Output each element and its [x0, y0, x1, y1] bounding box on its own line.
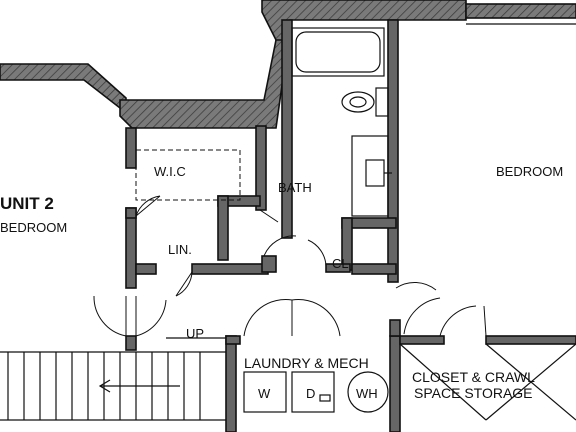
water-heater-label: WH [356, 386, 378, 401]
laundry-appliances [243, 371, 389, 413]
toilet [341, 87, 389, 117]
interior-walls [125, 19, 576, 432]
vanity-sink [351, 135, 392, 217]
stairs [0, 337, 226, 421]
wic-shelf [135, 149, 241, 201]
dryer-label: D [306, 386, 315, 401]
unit-bedroom-label: BEDROOM [0, 220, 67, 235]
door-swings [93, 195, 487, 337]
linen-label: LIN. [168, 242, 192, 257]
bedroom-label: BEDROOM [496, 164, 563, 179]
unit-label: UNIT 2 [0, 194, 54, 213]
storage-cross-marks [399, 343, 576, 421]
wic-label: W.I.C [154, 164, 186, 179]
up-label: UP [186, 326, 204, 341]
closet-label: CL [332, 256, 349, 271]
bath-label: BATH [278, 180, 312, 195]
closet-crawl-label: CLOSET & CRAWL [412, 369, 535, 385]
washer-label: W [258, 386, 271, 401]
bathtub [291, 27, 385, 77]
laundry-label: LAUNDRY & MECH [244, 355, 369, 371]
space-storage-label: SPACE STORAGE [414, 385, 533, 401]
